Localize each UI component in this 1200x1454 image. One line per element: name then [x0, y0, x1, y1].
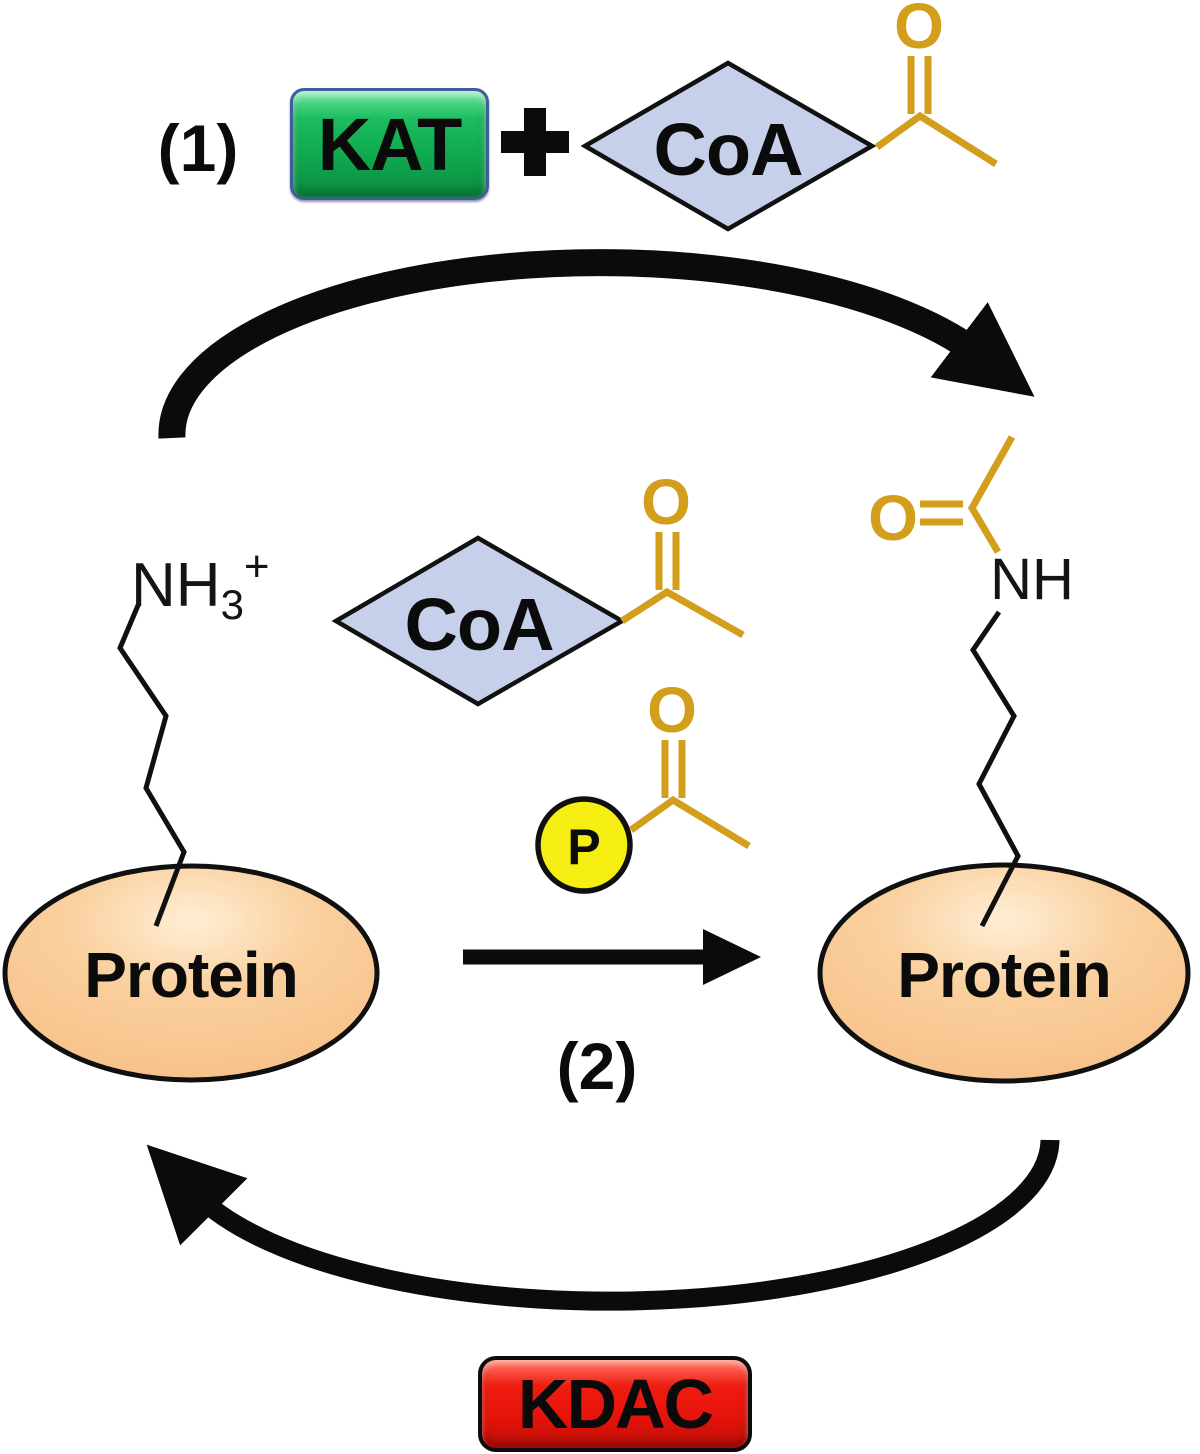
kdac-enzyme-box: KDAC: [478, 1356, 752, 1452]
ammonium-subscript: 3: [220, 581, 244, 628]
protein-left-label: Protein: [84, 939, 298, 1011]
oxygen-atom-right: O: [868, 482, 918, 554]
acetyl-group-top: [874, 56, 998, 167]
acetyl-group-right: [920, 435, 1016, 554]
step2-label: (2): [556, 1029, 638, 1103]
acetyl-group-middle: [620, 532, 745, 639]
phosphate-p-label: P: [567, 819, 601, 875]
protein-ellipse-right: [817, 862, 1191, 1084]
plus-sign: [501, 108, 569, 176]
kat-enzyme-box: KAT: [290, 88, 489, 200]
coa-top-label: CoA: [653, 108, 803, 191]
ammonium-base: NH: [131, 551, 221, 620]
lysine-chain-left: [117, 602, 187, 927]
deacetylation-cycle-arrow: [146, 1139, 1060, 1311]
lysine-chain-right: [970, 610, 1021, 928]
coa-diamond-top: [580, 60, 877, 232]
protein-ellipse-left: [2, 863, 380, 1083]
oxygen-atom-phosphate: O: [647, 674, 697, 746]
step1-label: (1): [157, 111, 239, 185]
amide-nh-label: NH: [990, 547, 1074, 612]
reaction-arrow: [463, 929, 761, 985]
acetylation-cycle-arrow: [158, 249, 1035, 439]
ammonium-superscript: +: [243, 542, 270, 591]
phosphate-circle: [535, 796, 633, 894]
coa-middle-label: CoA: [404, 583, 554, 666]
oxygen-atom-top: O: [894, 0, 944, 62]
kat-label: KAT: [317, 102, 463, 186]
kdac-label: KDAC: [517, 1365, 714, 1443]
oxygen-atom-middle: O: [641, 466, 691, 538]
ammonium-group-label: NH3+: [131, 545, 270, 626]
acetyl-group-phosphate: [628, 740, 751, 849]
protein-right-label: Protein: [897, 939, 1111, 1011]
